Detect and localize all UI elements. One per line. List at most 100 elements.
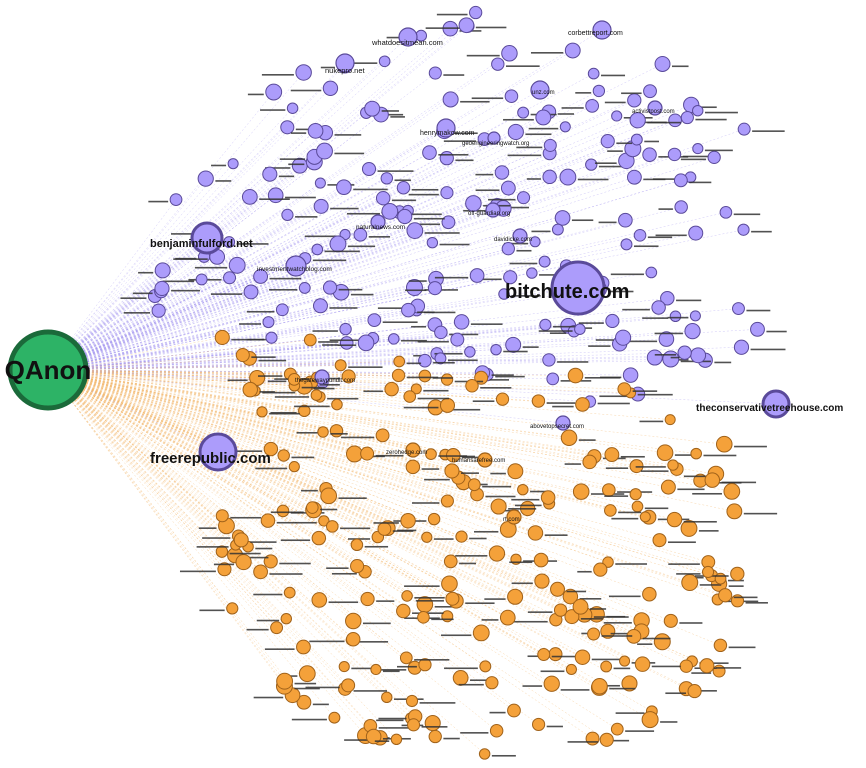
site-node-orange[interactable] bbox=[298, 665, 316, 683]
site-node-purple[interactable] bbox=[627, 93, 642, 108]
site-node-orange[interactable] bbox=[621, 675, 638, 692]
site-node-orange[interactable] bbox=[276, 504, 290, 518]
site-node-purple[interactable] bbox=[564, 42, 581, 59]
site-node-orange[interactable] bbox=[572, 483, 590, 500]
site-node-purple[interactable] bbox=[645, 266, 658, 279]
site-node-purple[interactable] bbox=[387, 333, 400, 345]
site-node-purple[interactable] bbox=[629, 112, 646, 129]
site-node-purple[interactable] bbox=[507, 123, 524, 141]
site-node-orange[interactable] bbox=[642, 586, 657, 602]
site-node-purple[interactable] bbox=[503, 270, 518, 285]
site-node-orange[interactable] bbox=[567, 367, 584, 384]
site-node-orange[interactable] bbox=[533, 552, 549, 568]
site-node-purple[interactable] bbox=[600, 134, 615, 149]
site-node-purple[interactable] bbox=[241, 189, 258, 205]
site-node-purple[interactable] bbox=[375, 190, 391, 206]
site-node-purple[interactable] bbox=[529, 236, 541, 248]
site-node-orange[interactable] bbox=[455, 530, 468, 543]
site-node-orange[interactable] bbox=[410, 383, 422, 395]
site-node-purple[interactable] bbox=[405, 279, 423, 297]
site-node-purple[interactable] bbox=[228, 256, 246, 274]
site-node-purple[interactable] bbox=[298, 281, 311, 294]
site-node-orange[interactable] bbox=[507, 463, 524, 480]
site-node-orange[interactable] bbox=[320, 487, 338, 505]
site-node-nukepro[interactable] bbox=[335, 53, 355, 73]
site-node-orange[interactable] bbox=[346, 632, 361, 647]
site-node-orange[interactable] bbox=[393, 355, 406, 368]
site-node-purple[interactable] bbox=[737, 122, 751, 136]
site-node-purple[interactable] bbox=[733, 339, 750, 355]
site-node-orange[interactable] bbox=[478, 748, 491, 760]
site-node-purple[interactable] bbox=[353, 227, 368, 242]
site-node-purple[interactable] bbox=[314, 177, 326, 189]
site-node-purple[interactable] bbox=[618, 212, 633, 228]
site-node-henrymakow[interactable] bbox=[436, 118, 456, 138]
site-node-orange[interactable] bbox=[360, 446, 375, 461]
site-node-orange[interactable] bbox=[311, 530, 327, 546]
site-node-orange[interactable] bbox=[617, 382, 632, 396]
site-node-orange[interactable] bbox=[604, 447, 620, 463]
site-node-orange[interactable] bbox=[479, 660, 492, 673]
site-node-conservativetreehouse[interactable] bbox=[761, 389, 791, 419]
site-node-purple[interactable] bbox=[543, 138, 557, 152]
site-node-purple[interactable] bbox=[464, 346, 476, 358]
site-node-purple[interactable] bbox=[322, 80, 339, 96]
site-node-purple[interactable] bbox=[498, 288, 510, 300]
site-node-purple[interactable] bbox=[418, 353, 432, 368]
site-node-purple[interactable] bbox=[585, 158, 598, 171]
site-node-purple[interactable] bbox=[559, 121, 571, 133]
site-node-orange[interactable] bbox=[726, 503, 743, 520]
site-node-orange[interactable] bbox=[276, 672, 294, 690]
site-node-orange[interactable] bbox=[329, 424, 344, 438]
site-node-purple[interactable] bbox=[357, 334, 375, 352]
site-node-orange[interactable] bbox=[704, 472, 721, 488]
site-node-orange[interactable] bbox=[663, 613, 678, 628]
site-node-purple[interactable] bbox=[154, 280, 170, 297]
site-node-activistpost[interactable] bbox=[647, 100, 663, 116]
site-node-orange[interactable] bbox=[280, 613, 292, 625]
site-node-purple[interactable] bbox=[380, 172, 394, 185]
site-node-purple[interactable] bbox=[643, 84, 657, 99]
site-node-zerohedge[interactable] bbox=[405, 442, 421, 458]
site-node-orange[interactable] bbox=[713, 638, 728, 653]
site-node-orange[interactable] bbox=[384, 381, 399, 397]
site-node-purple[interactable] bbox=[737, 223, 750, 236]
site-node-purple[interactable] bbox=[660, 291, 675, 306]
site-node-orange[interactable] bbox=[331, 398, 343, 411]
site-node-purple[interactable] bbox=[538, 255, 551, 268]
site-node-orange[interactable] bbox=[507, 588, 524, 605]
site-node-purple[interactable] bbox=[719, 206, 733, 219]
site-node-purple[interactable] bbox=[469, 5, 483, 20]
site-node-off-guardian[interactable] bbox=[485, 202, 501, 218]
site-node-orange[interactable] bbox=[424, 715, 441, 732]
site-node-orange[interactable] bbox=[553, 603, 568, 617]
site-node-purple[interactable] bbox=[195, 273, 208, 286]
site-node-purple[interactable] bbox=[378, 55, 391, 68]
site-node-purple[interactable] bbox=[329, 235, 347, 253]
site-node-purple[interactable] bbox=[542, 169, 557, 185]
site-node-purple[interactable] bbox=[422, 145, 437, 160]
site-node-orange[interactable] bbox=[619, 655, 631, 667]
site-node-purple[interactable] bbox=[367, 313, 382, 328]
site-node-abovetopsecret[interactable] bbox=[555, 415, 571, 431]
site-node-purple[interactable] bbox=[316, 142, 333, 160]
site-node-orange[interactable] bbox=[443, 554, 458, 569]
site-node-rt[interactable] bbox=[506, 509, 522, 525]
site-node-orange[interactable] bbox=[465, 379, 479, 393]
site-node-orange[interactable] bbox=[712, 664, 726, 678]
site-node-orange[interactable] bbox=[439, 397, 456, 413]
site-node-orange[interactable] bbox=[277, 449, 290, 462]
site-node-orange[interactable] bbox=[730, 594, 745, 608]
site-node-orange[interactable] bbox=[235, 553, 252, 571]
site-node-purple[interactable] bbox=[542, 353, 556, 367]
site-node-orange[interactable] bbox=[416, 596, 434, 613]
site-node-orange[interactable] bbox=[256, 406, 268, 418]
site-node-purple[interactable] bbox=[169, 193, 183, 206]
site-node-orange[interactable] bbox=[639, 511, 651, 523]
site-node-purple[interactable] bbox=[630, 133, 643, 146]
site-node-purple[interactable] bbox=[535, 109, 552, 126]
site-node-orange[interactable] bbox=[656, 444, 674, 462]
site-node-orange[interactable] bbox=[345, 445, 363, 463]
site-node-orange[interactable] bbox=[565, 663, 577, 676]
site-node-orange[interactable] bbox=[634, 656, 651, 672]
